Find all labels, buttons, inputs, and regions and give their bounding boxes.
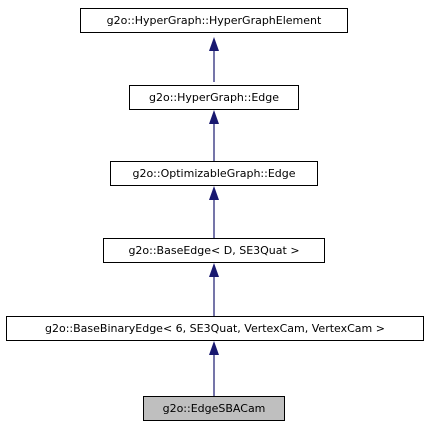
node-hypergraph-element[interactable]: g2o::HyperGraph::HyperGraphElement <box>80 8 348 33</box>
node-hypergraph-edge[interactable]: g2o::HyperGraph::Edge <box>129 85 299 110</box>
node-edge-sba-cam: g2o::EdgeSBACam <box>143 396 285 421</box>
node-optimizable-edge[interactable]: g2o::OptimizableGraph::Edge <box>110 161 318 186</box>
edge-sba-cam-to-binary <box>209 341 219 396</box>
edge-hypergraph-edge-to-element <box>209 37 219 82</box>
edge-base-edge-to-optimizable <box>209 186 219 238</box>
node-base-edge[interactable]: g2o::BaseEdge< D, SE3Quat > <box>103 238 325 263</box>
edge-optimizable-to-hypergraph-edge <box>209 110 219 161</box>
node-base-binary-edge[interactable]: g2o::BaseBinaryEdge< 6, SE3Quat, VertexC… <box>6 316 424 341</box>
edge-binary-to-base-edge <box>209 263 219 316</box>
